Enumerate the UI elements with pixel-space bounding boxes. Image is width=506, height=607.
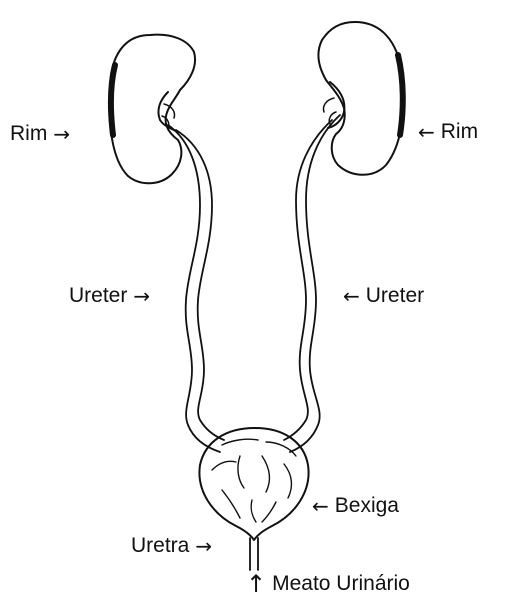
label-bladder-text: Bexiga [335, 494, 399, 518]
label-kidney-right: ←Rim [418, 120, 478, 144]
right-kidney [319, 22, 404, 175]
label-kidney-left: Rim→ [10, 122, 70, 146]
left-ureter [168, 125, 224, 452]
arrow-right-icon: → [195, 534, 212, 558]
arrow-left-icon: ← [418, 120, 435, 144]
label-kidney-left-text: Rim [10, 122, 47, 146]
arrow-left-icon: ← [343, 284, 360, 308]
label-bladder: ←Bexiga [312, 494, 399, 518]
label-urethra-text: Uretra [131, 534, 189, 558]
label-ureter-right-text: Ureter [366, 284, 424, 308]
urethra [250, 538, 258, 570]
label-meatus: ↑Meato Urinário [246, 572, 410, 596]
label-ureter-left: Ureter→ [69, 284, 150, 308]
arrow-up-icon: ↑ [246, 572, 266, 596]
label-kidney-right-text: Rim [441, 120, 478, 144]
left-kidney [110, 35, 196, 184]
arrow-left-icon: ← [312, 494, 329, 518]
right-ureter [284, 115, 340, 452]
label-meatus-text: Meato Urinário [272, 572, 410, 596]
bladder [199, 428, 308, 540]
label-ureter-right: ←Ureter [343, 284, 424, 308]
label-ureter-left-text: Ureter [69, 284, 127, 308]
label-urethra: Uretra→ [131, 534, 212, 558]
arrow-right-icon: → [53, 122, 70, 146]
arrow-right-icon: → [133, 284, 150, 308]
